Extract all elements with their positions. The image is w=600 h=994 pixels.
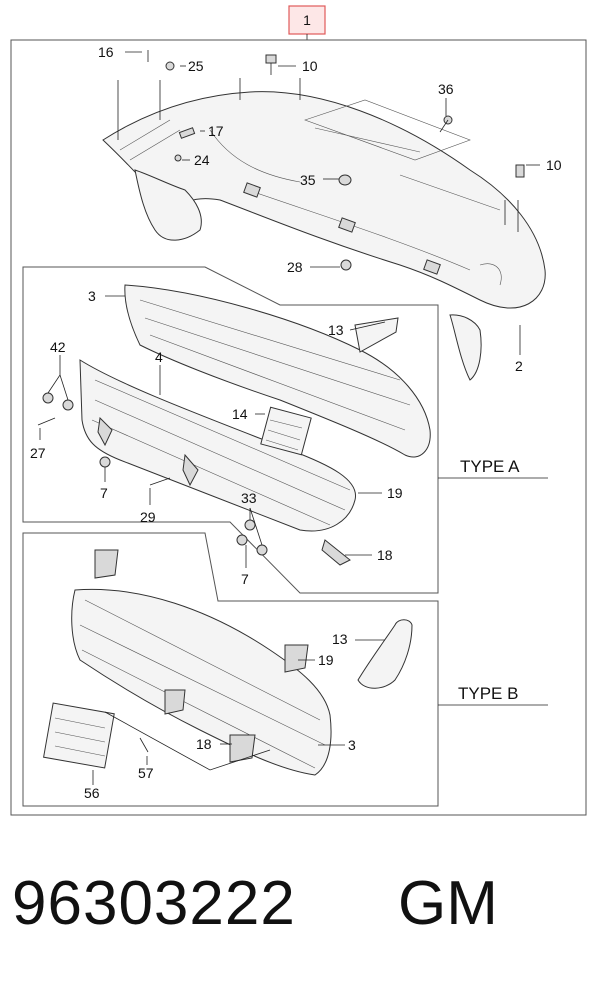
type-b-label: TYPE B (458, 684, 518, 703)
callout-57: 57 (138, 765, 154, 781)
bumper-cover (102, 91, 546, 381)
type-a-frame (22, 266, 439, 594)
callout-27: 27 (30, 445, 46, 461)
callout-13-a: 13 (328, 322, 344, 338)
leaders-type-b (92, 639, 385, 785)
type-a-label: TYPE A (460, 457, 520, 476)
callout-35: 35 (300, 172, 316, 188)
callout-19-b: 19 (318, 652, 334, 668)
diagram-frame (10, 39, 587, 816)
leaders-top (117, 51, 540, 355)
callout-3-a: 3 (88, 288, 96, 304)
callout-25: 25 (188, 58, 204, 74)
leaders-type-a (39, 295, 386, 568)
callout-42: 42 (50, 339, 66, 355)
callout-36: 36 (438, 81, 454, 97)
callout-24: 24 (194, 152, 210, 168)
callout-18-a: 18 (377, 547, 393, 563)
callout-7-b: 7 (241, 571, 249, 587)
callout-18-b: 18 (196, 736, 212, 752)
callout-4: 4 (155, 349, 163, 365)
callout-17: 17 (208, 123, 224, 139)
type-a-parts (37, 284, 431, 566)
part-number: 96303222 (12, 869, 296, 938)
callout-28: 28 (287, 259, 303, 275)
type-b-parts (43, 549, 413, 776)
callout-10-right: 10 (546, 157, 562, 173)
callout-19-a: 19 (387, 485, 403, 501)
callout-16: 16 (98, 44, 114, 60)
type-b-frame (22, 532, 439, 807)
fasteners-top (147, 50, 525, 271)
callout-2: 2 (515, 358, 523, 374)
callout-1: 1 (303, 12, 311, 28)
callout-7-a: 7 (100, 485, 108, 501)
manufacturer: GM (398, 869, 498, 938)
callout-10-top: 10 (302, 58, 318, 74)
callout-56: 56 (84, 785, 100, 801)
callout-14: 14 (232, 406, 248, 422)
callout-3-b: 3 (348, 737, 356, 753)
callout-13-b: 13 (332, 631, 348, 647)
callout-29: 29 (140, 509, 156, 525)
callout-33: 33 (241, 490, 257, 506)
